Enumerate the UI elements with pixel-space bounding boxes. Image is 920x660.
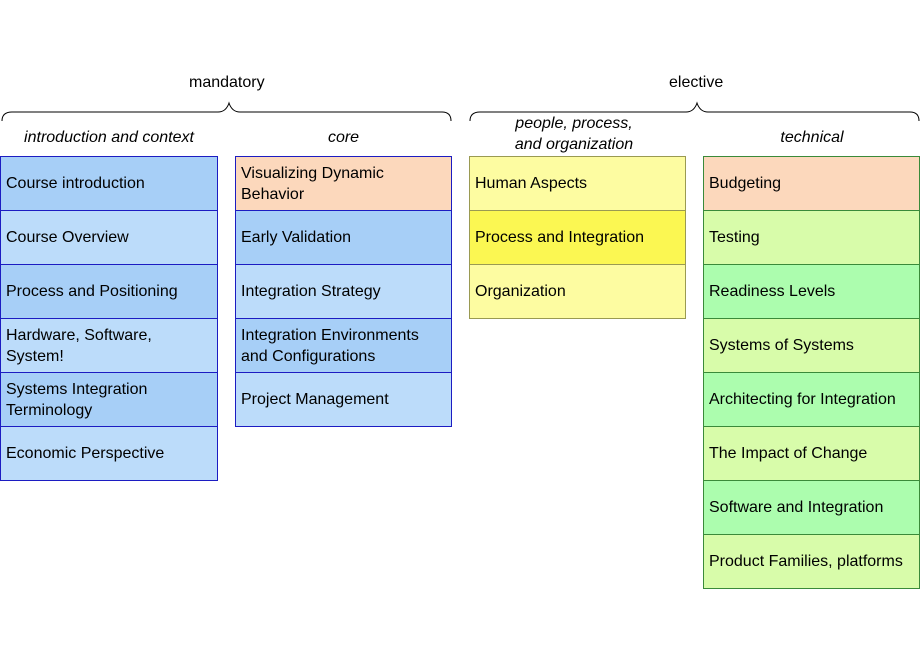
topic-box: Integration Strategy xyxy=(235,264,452,319)
topic-box: Integration Environments and Configurati… xyxy=(235,318,452,373)
topic-box: Organization xyxy=(469,264,686,319)
col-header-technical: technical xyxy=(780,129,844,146)
topic-box: Process and Integration xyxy=(469,210,686,265)
topic-box: Course introduction xyxy=(0,156,218,211)
topic-label: Organization xyxy=(475,283,566,300)
topic-label: Architecting for Integration xyxy=(709,391,896,408)
topic-label: The Impact of Change xyxy=(709,445,868,462)
group-title-mandatory: mandatory xyxy=(189,74,265,91)
topic-label: Course introduction xyxy=(6,175,145,192)
topic-box: Hardware, Software, System! xyxy=(0,318,218,373)
topic-box: Architecting for Integration xyxy=(703,372,920,427)
col-header-people: people, process, and organization xyxy=(514,115,634,153)
topic-box: Process and Positioning xyxy=(0,264,218,319)
topic-label: Course Overview xyxy=(6,229,129,246)
topic-label: Systems Integration Terminology xyxy=(6,380,148,419)
topic-label: Human Aspects xyxy=(475,175,588,192)
topic-box: Economic Perspective xyxy=(0,426,218,481)
topic-box: Early Validation xyxy=(235,210,452,265)
topic-box: Product Families, platforms xyxy=(703,534,920,589)
topic-label: Testing xyxy=(709,229,760,246)
topic-box: Budgeting xyxy=(703,156,920,211)
topic-box: Visualizing Dynamic Behavior xyxy=(235,156,452,211)
topic-label: Systems of Systems xyxy=(709,337,854,354)
topic-box: Course Overview xyxy=(0,210,218,265)
topic-label: Software and Integration xyxy=(709,499,884,516)
topic-label: Hardware, Software, System! xyxy=(6,326,152,365)
topic-label: Integration Strategy xyxy=(241,283,381,300)
topic-label: Budgeting xyxy=(709,175,782,192)
group-title-elective: elective xyxy=(669,74,724,91)
topic-box: Systems Integration Terminology xyxy=(0,372,218,427)
topic-label: Economic Perspective xyxy=(6,445,165,462)
topic-box: The Impact of Change xyxy=(703,426,920,481)
col-header-intro: introduction and context xyxy=(24,129,194,146)
col-header-core: core xyxy=(327,129,360,146)
topic-label: Early Validation xyxy=(241,229,351,246)
topic-label: Project Management xyxy=(241,391,389,408)
topic-box: Testing xyxy=(703,210,920,265)
topic-label: Process and Integration xyxy=(475,229,644,246)
topic-label: Readiness Levels xyxy=(709,283,836,300)
topic-box: Human Aspects xyxy=(469,156,686,211)
topic-box: Readiness Levels xyxy=(703,264,920,319)
topic-label: Integration Environments and Configurati… xyxy=(241,326,419,365)
brace-mandatory xyxy=(1,101,452,122)
topic-box: Systems of Systems xyxy=(703,318,920,373)
topic-label: Process and Positioning xyxy=(6,283,178,300)
topic-label: Product Families, platforms xyxy=(709,553,903,570)
brace-elective xyxy=(469,101,920,122)
topic-box: Software and Integration xyxy=(703,480,920,535)
topic-label: Visualizing Dynamic Behavior xyxy=(241,164,384,203)
topic-box: Project Management xyxy=(235,372,452,427)
